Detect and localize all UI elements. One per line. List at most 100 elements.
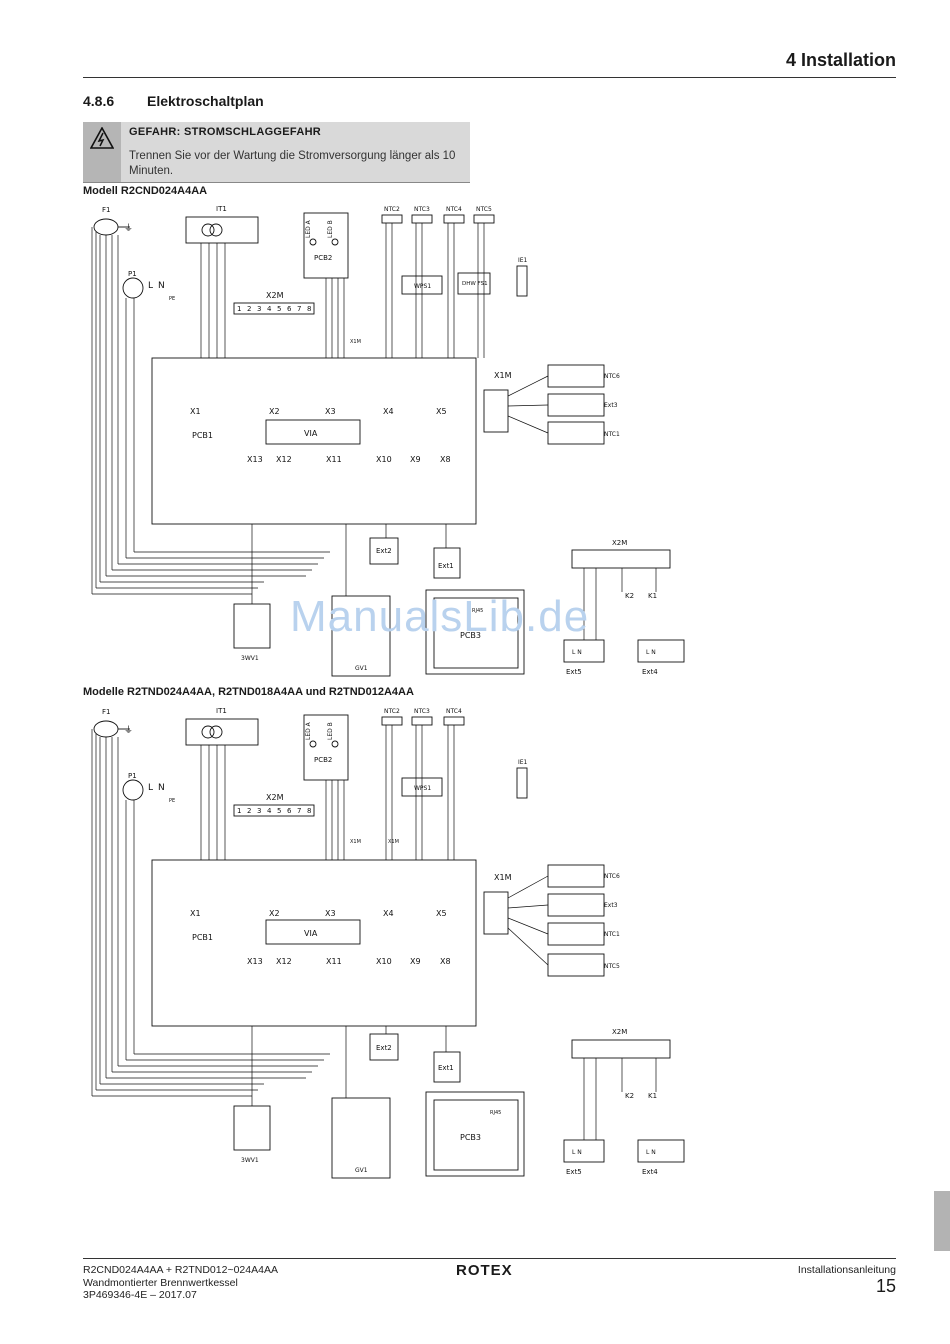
svg-text:L N: L N [646,649,656,656]
footer-product-line: Wandmontierter Brennwertkessel [83,1276,238,1289]
warning-icon-panel [83,122,121,182]
svg-text:X3: X3 [325,407,336,416]
label-ext2: Ext2 [376,547,392,555]
ext5-box [563,1139,605,1163]
svg-text:L N: L N [572,649,582,656]
label-k2: K2 [625,592,634,600]
svg-text:8: 8 [307,305,311,313]
svg-text:X12: X12 [276,957,292,966]
label-ntc2: NTC2 [384,206,400,213]
label-led-a: LED A [305,721,312,740]
svg-text:X10: X10 [376,957,392,966]
label-dhw-fs1: DHW FS1 [462,281,488,287]
label-x1m-small-a: X1M [350,839,361,845]
x1m-terminal [483,891,509,935]
label-ie1: IE1 [518,257,528,264]
footer-rule [83,1258,896,1259]
label-led-a: LED A [305,219,312,238]
x2m-terminal-strip [233,302,315,315]
label-ntc4: NTC4 [446,206,462,213]
label-pcb3: PCB3 [460,1133,481,1142]
label-l: L [148,783,153,793]
transformer-box [185,216,259,244]
svg-text:X1: X1 [190,909,201,918]
3wv1-box [233,1105,271,1151]
label-n: N [158,281,165,291]
label-ext4: Ext4 [642,668,658,676]
chapter-side-tab [934,1191,950,1251]
svg-text:2: 2 [247,807,251,815]
label-ext5: Ext5 [566,668,582,676]
wiring-diagram-2: F1 ⏚ IT1 P1 L N PE LED A LED B PCB2 NTC2… [91,707,685,1179]
svg-text:1: 1 [237,305,241,313]
svg-text:5: 5 [277,305,281,313]
footer-doc-type: Installationsanleitung [797,1264,896,1276]
label-gv1: GV1 [355,665,368,672]
label-ext5: Ext5 [566,1168,582,1176]
svg-text:X5: X5 [436,909,447,918]
label-p1: P1 [128,270,137,278]
page-number: 15 [875,1276,896,1296]
label-x1m-small: X1M [350,339,361,345]
label-l: L [148,281,153,291]
svg-text:4: 4 [267,807,272,815]
label-pcb2: PCB2 [314,254,332,262]
svg-text:4: 4 [267,305,272,313]
label-k1: K1 [648,1092,657,1100]
label-ie1: IE1 [518,759,528,766]
x2m-right-strip [571,549,671,569]
ext1-box [433,547,461,579]
label-ntc6: NTC6 [604,873,620,880]
pump-symbol [122,277,144,299]
footer-doc-line: 3P469346-4E – 2017.07 [83,1289,197,1301]
label-p1: P1 [128,772,137,780]
pcb1-board [151,357,477,525]
x1m-terminal [483,389,509,433]
diagram-caption-2: Modelle R2TND024A4AA, R2TND018A4AA und R… [83,686,414,698]
warning-text: Trennen Sie vor der Wartung die Stromver… [129,150,456,177]
svg-text:X10: X10 [376,455,392,464]
svg-text:X13: X13 [247,455,263,464]
label-ext1: Ext1 [438,1064,454,1072]
label-ntc5: NTC5 [604,963,620,970]
svg-text:5: 5 [277,807,281,815]
label-led-b: LED B [327,722,334,740]
label-ext2: Ext2 [376,1044,392,1052]
svg-text:3: 3 [257,807,261,815]
svg-text:7: 7 [297,305,301,313]
label-wps1: WPS1 [414,283,431,290]
label-ntc5: NTC5 [476,206,492,213]
pcb3-box [425,1091,525,1177]
ext1-box [433,1051,461,1083]
svg-text:6: 6 [287,305,292,313]
label-x1m: X1M [494,371,512,380]
svg-text:X12: X12 [276,455,292,464]
label-k1: K1 [648,592,657,600]
label-ntc2: NTC2 [384,708,400,715]
brand-logo: ROTEX [456,1262,513,1279]
header-rule [83,77,896,78]
ext5-box [563,639,605,663]
x2m-right-strip [571,1039,671,1059]
svg-text:⏚: ⏚ [124,725,133,736]
pump-symbol [122,779,144,801]
label-pcb3: PCB3 [460,631,481,640]
warning-title: GEFAHR: STROMSCHLAGGEFAHR [129,126,322,138]
label-ntc3: NTC3 [414,708,430,715]
label-pcb1: PCB1 [192,431,213,440]
ext4-box [637,639,685,663]
svg-text:X4: X4 [383,407,394,416]
gv1-box [331,595,391,677]
label-pcb2: PCB2 [314,756,332,764]
label-ext3: Ext3 [604,402,618,409]
label-rj45: RJ45 [490,1110,501,1116]
label-x2m: X2M [266,291,284,300]
label-pe: PE [169,798,175,804]
svg-text:X8: X8 [440,957,451,966]
section-number: 4.8.6 [83,93,115,109]
label-x1m: X1M [494,873,512,882]
3wv1-box [233,603,271,649]
svg-text:X2: X2 [269,909,280,918]
via-box [265,419,361,445]
ext2-box [369,1033,399,1061]
